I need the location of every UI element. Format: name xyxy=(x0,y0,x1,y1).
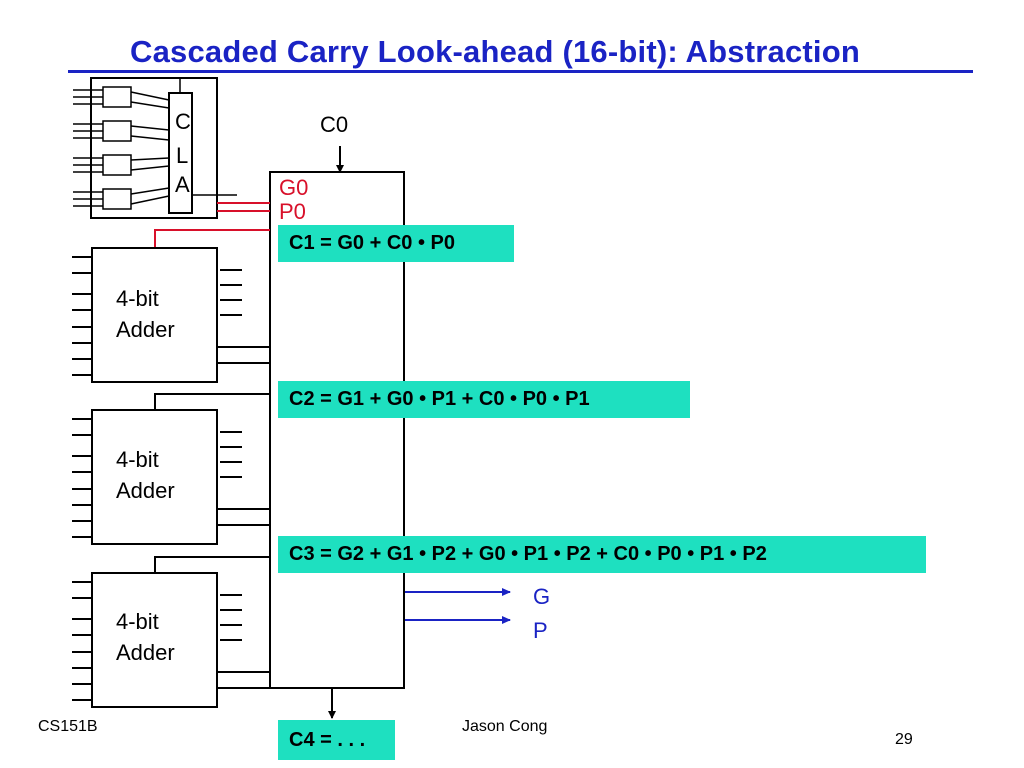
adder-1 xyxy=(72,247,270,383)
adder-3-label-line1: 4-bit xyxy=(116,609,159,634)
c1-wire xyxy=(154,393,270,410)
equation-c1: C1 = G0 + C0 • P0 xyxy=(278,225,514,262)
adder-3-label-line2: Adder xyxy=(116,640,175,665)
slide-title: Cascaded Carry Look-ahead (16-bit): Abst… xyxy=(129,34,860,69)
cla-letter-l: L xyxy=(176,143,189,168)
adder-3 xyxy=(72,572,270,708)
g-output-label: G xyxy=(533,584,551,609)
adder-3-label: 4-bit Adder xyxy=(116,606,175,668)
cla-letter-c: C xyxy=(175,109,191,134)
cla-letter-a: A xyxy=(175,172,190,197)
adder-1-label-line1: 4-bit xyxy=(116,286,159,311)
p-output-label: P xyxy=(533,618,548,643)
g0-label: G0 xyxy=(279,175,309,200)
adder-1-label: 4-bit Adder xyxy=(116,283,175,345)
adder-2-label-line2: Adder xyxy=(116,478,175,503)
adder-1-label-line2: Adder xyxy=(116,317,175,342)
page-number: 29 xyxy=(895,731,913,748)
p0-label: P0 xyxy=(279,199,306,224)
c2-wire xyxy=(154,556,270,573)
carry-in-label: C0 xyxy=(320,112,349,137)
adder-2 xyxy=(72,409,270,545)
mini-cla-icon xyxy=(73,77,237,219)
title-underline xyxy=(68,70,973,73)
equation-c2: C2 = G1 + G0 • P1 + C0 • P0 • P1 xyxy=(278,381,690,418)
equation-c4: C4 = . . . xyxy=(278,720,395,760)
g0-p0-wires xyxy=(154,202,270,248)
footer-author: Jason Cong xyxy=(462,718,548,735)
footer-course: CS151B xyxy=(38,718,98,735)
adder-2-label-line1: 4-bit xyxy=(116,447,159,472)
equation-c3: C3 = G2 + G1 • P2 + G0 • P1 • P2 + C0 • … xyxy=(278,536,926,573)
adder-2-label: 4-bit Adder xyxy=(116,444,175,506)
